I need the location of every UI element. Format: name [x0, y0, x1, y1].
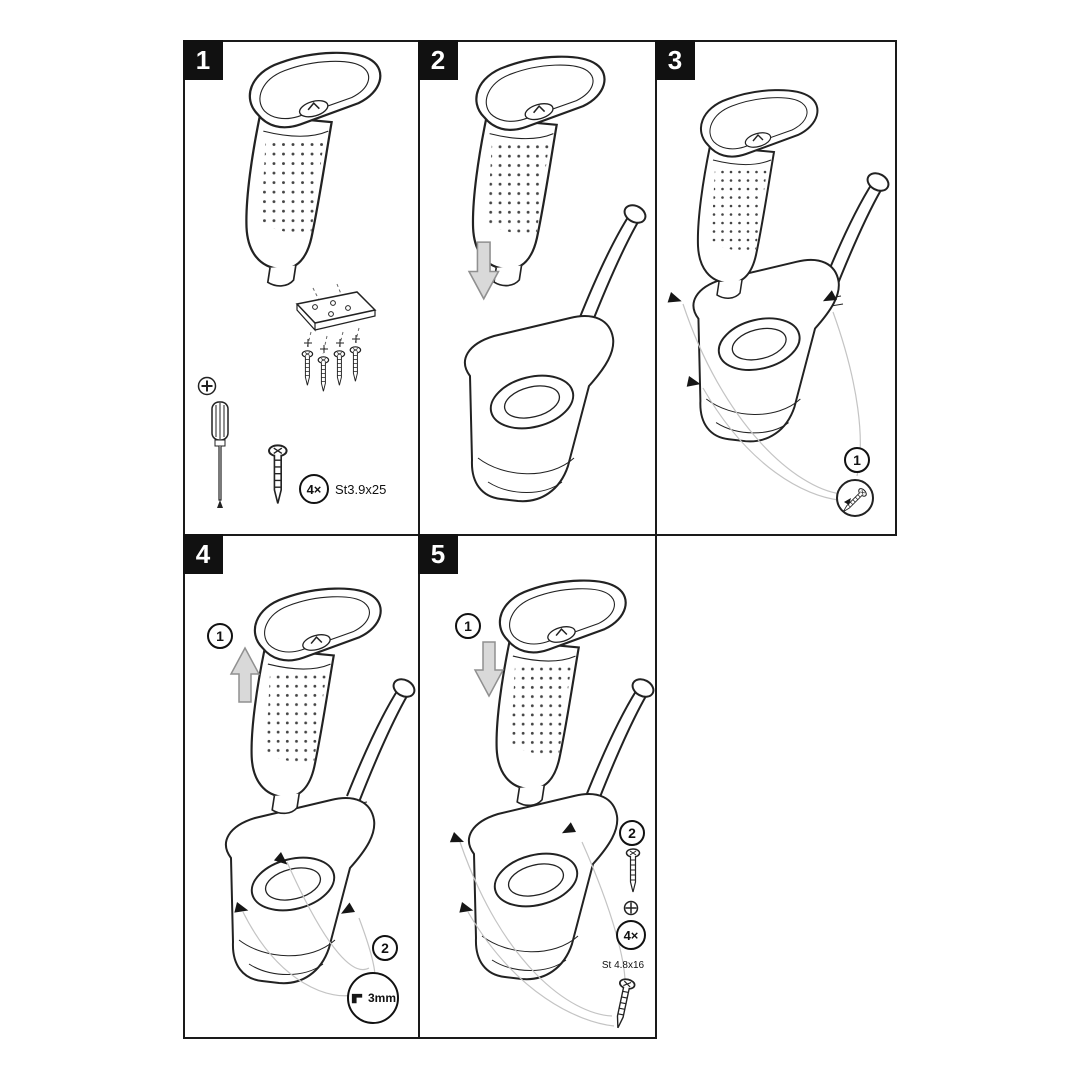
console-mount-drawing — [692, 258, 840, 443]
callout-1: 1 — [207, 623, 233, 649]
step-number-badge: 3 — [655, 40, 695, 80]
phillips-bit-icon — [197, 376, 217, 396]
step-5-panel: 5 1 2 4× St 4.8x16 — [418, 534, 657, 1039]
mount-plate-drawing — [295, 283, 377, 332]
callout-1: 1 — [455, 613, 481, 639]
armrest-drawing — [250, 587, 382, 815]
leader-lines — [459, 841, 626, 1027]
exploded-screws-drawing — [301, 327, 362, 392]
arrow-up-icon — [230, 647, 260, 703]
depth-note-label: 3mm — [367, 991, 396, 1005]
step-5-illustration — [449, 579, 655, 1031]
step-number-badge: 2 — [418, 40, 458, 80]
washer-icon — [623, 900, 639, 916]
step-number-badge: 5 — [418, 534, 458, 574]
attachment-marker — [449, 832, 467, 848]
step-4-illustration — [224, 587, 418, 997]
clip-gauge-icon — [351, 993, 363, 1003]
step-4-panel: 4 1 2 3mm — [183, 534, 420, 1039]
screw-quantity-badge: 4× — [616, 920, 646, 950]
step-number-badge: 1 — [183, 40, 223, 80]
attachment-marker — [459, 902, 475, 916]
screw-callout-icon — [837, 480, 873, 516]
step-1-illustration — [197, 51, 382, 509]
arrow-down-icon — [474, 641, 504, 697]
screw-icon — [625, 848, 641, 893]
armrest-drawing — [495, 579, 627, 807]
gear-lever-drawing — [342, 674, 418, 815]
screw-quantity-badge: 4× — [299, 474, 329, 504]
callout-1: 1 — [844, 447, 870, 473]
step-2-illustration — [463, 55, 650, 503]
screw-spec-label: St 4.8x16 — [601, 960, 645, 971]
screwdriver-icon — [211, 401, 229, 509]
armrest-drawing — [471, 55, 606, 287]
step-3-panel: 3 1 — [655, 40, 897, 536]
step-1-panel: 1 4× St3.9x25 — [183, 40, 420, 536]
depth-note-circle: 3mm — [347, 972, 399, 1024]
callout-2: 2 — [372, 935, 398, 961]
armrest-drawing — [245, 51, 382, 288]
attachment-marker — [667, 292, 684, 307]
screw-spec-label: St3.9x25 — [335, 482, 387, 497]
callout-2: 2 — [619, 820, 645, 846]
step-2-panel: 2 — [418, 40, 657, 536]
console-mount-drawing — [467, 793, 619, 981]
screw-icon — [268, 444, 288, 505]
screw-icon — [609, 977, 637, 1031]
console-mount-drawing — [463, 315, 615, 503]
step-number-badge: 4 — [183, 534, 223, 574]
